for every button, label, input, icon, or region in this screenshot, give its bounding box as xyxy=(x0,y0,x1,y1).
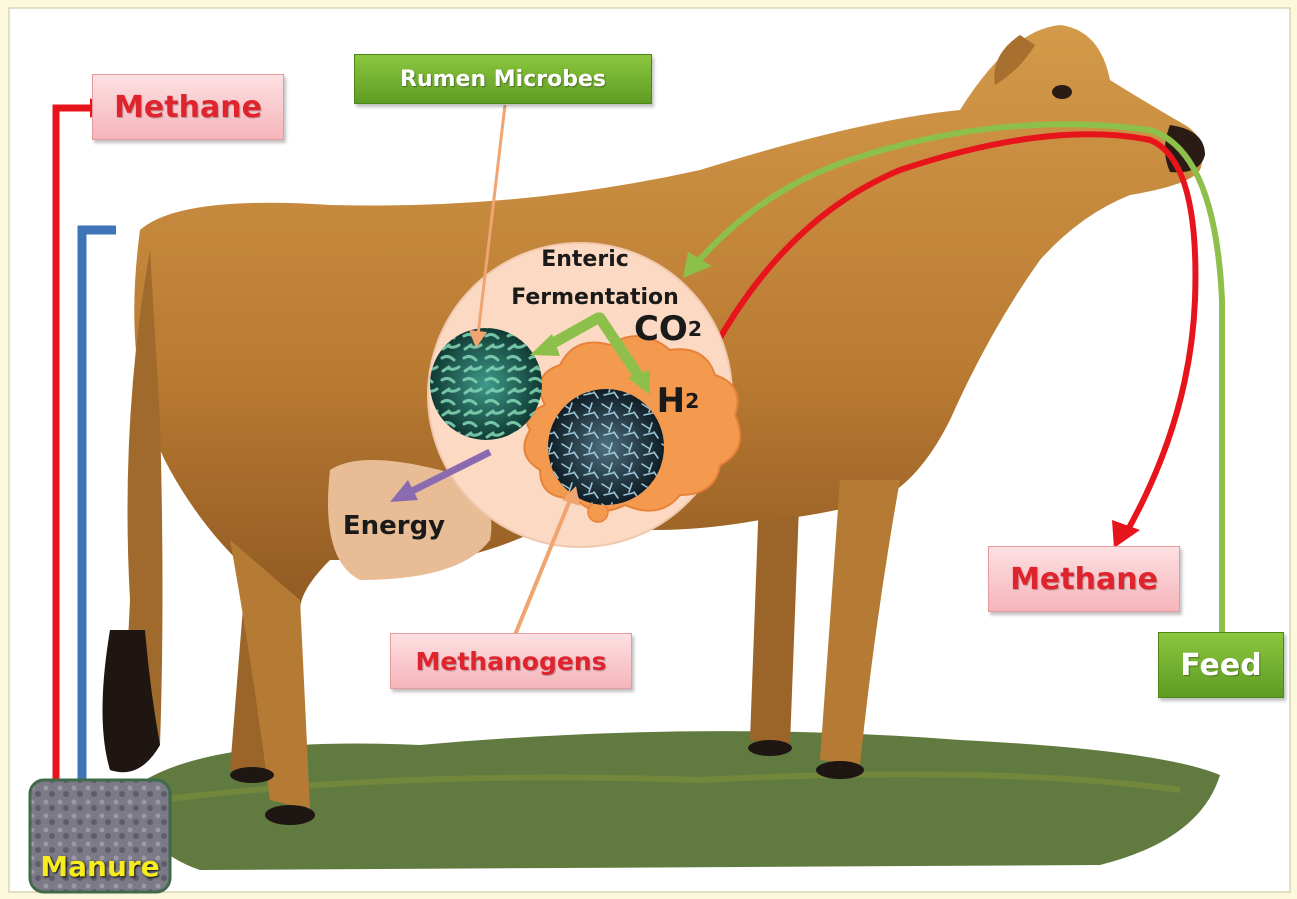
cloud-bubble xyxy=(588,502,608,522)
manure-label: Manure xyxy=(30,846,170,886)
h2-text: H xyxy=(657,381,685,421)
feed-label: Feed xyxy=(1158,632,1284,698)
methane-label-right: Methane xyxy=(988,546,1180,612)
rumen-microbes-label: Rumen Microbes xyxy=(354,54,652,104)
h2-subscript: 2 xyxy=(685,389,699,413)
energy-label: Energy xyxy=(334,506,454,546)
co2-subscript: 2 xyxy=(688,317,702,341)
methane-label-top: Methane xyxy=(92,74,284,140)
enteric-label: Enteric xyxy=(530,242,640,276)
co2-text: CO xyxy=(634,309,688,349)
methanogens-label: Methanogens xyxy=(390,633,632,689)
